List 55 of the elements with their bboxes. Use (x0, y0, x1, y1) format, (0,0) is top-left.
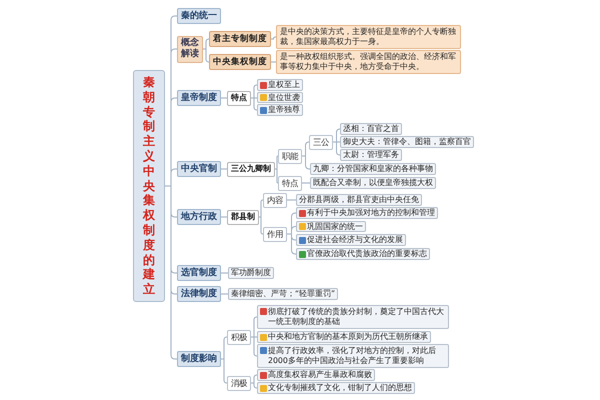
category-box: 积极 (227, 330, 251, 344)
connector-line (220, 358, 228, 384)
leaf-box (257, 305, 449, 329)
connector-line (274, 168, 278, 184)
subtopic-box: 三公九卿制 (227, 162, 275, 176)
leaf-box (257, 79, 303, 91)
leaf-box (257, 382, 415, 394)
connector-line (274, 156, 278, 170)
connector-line (250, 98, 258, 110)
branch-box: 法律制度 (177, 286, 221, 302)
leaf-box (257, 344, 449, 368)
branch-box: 皇帝制度 (177, 90, 221, 106)
connector-line (302, 156, 310, 170)
category-box: 特点 (278, 176, 302, 190)
connector-line (250, 84, 258, 98)
connector-line (202, 48, 210, 62)
leaf-box (257, 369, 375, 381)
connector-line (164, 186, 178, 360)
leaf-box (296, 207, 438, 219)
leaf-box (296, 248, 430, 260)
concept-box: 中央集权制度 (209, 54, 271, 70)
central-topic-box: 秦朝专制主义中央集权制度的建立 (133, 70, 165, 302)
category-box: 消极 (227, 376, 251, 390)
leaf-box (257, 104, 303, 116)
connector-line (220, 168, 228, 170)
connector-line (258, 216, 264, 234)
concept-box: 君主专制制度 (209, 31, 271, 46)
branch-box: 概念解读 (177, 36, 203, 62)
branch-box: 选官制度 (177, 265, 221, 281)
category-box: 内容 (263, 192, 287, 208)
connector-line (286, 234, 296, 254)
leaf-box (257, 331, 431, 343)
connector-line (220, 336, 228, 360)
category-box: 三公 (309, 134, 333, 150)
connector-line (302, 182, 310, 184)
connector-line (220, 272, 228, 274)
category-box: 作用 (263, 226, 287, 242)
connector-line (250, 316, 258, 338)
branch-box: 地方行政 (177, 209, 221, 225)
subtopic-box: 郡县制 (227, 210, 259, 224)
branch-box: 中央官制 (177, 161, 221, 177)
subtopic-box: 特点 (227, 90, 251, 106)
connector-line (250, 336, 258, 356)
branch-box: 制度影响 (177, 351, 221, 367)
connector-line (258, 200, 264, 218)
leaf-box (257, 92, 303, 104)
connector-line (202, 38, 210, 50)
connector-line (270, 36, 276, 40)
category-box: 职能 (278, 148, 302, 164)
leaf-box (296, 220, 366, 232)
connector-line (250, 374, 258, 384)
connector-line (250, 382, 258, 388)
branch-box: 秦的统一 (177, 8, 221, 24)
connector-line (220, 216, 228, 218)
leaf-box (296, 234, 406, 246)
